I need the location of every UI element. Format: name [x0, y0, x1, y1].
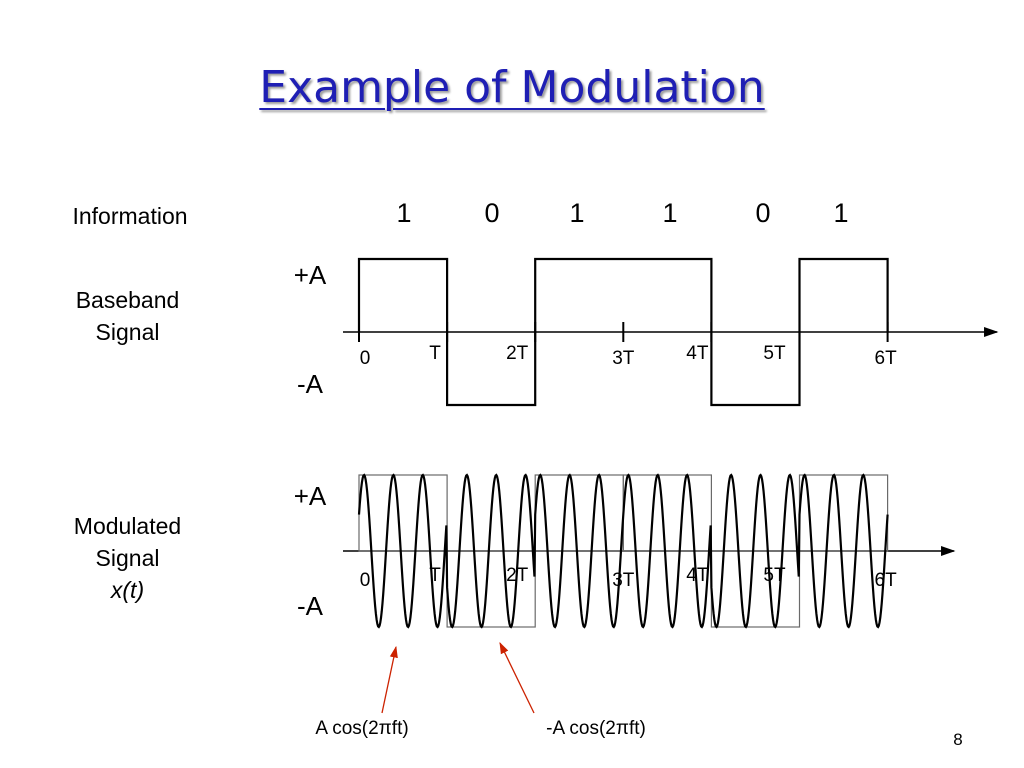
baseband-tick-label: 2T — [506, 343, 529, 364]
information-bit: 1 — [833, 198, 848, 228]
information-bits: 1 0 1 1 0 1 — [396, 198, 848, 228]
modulated-label-line-2: Signal — [95, 545, 160, 571]
modulated-bit-envelope — [622, 474, 712, 552]
modulated-tick-label: 5T — [763, 565, 786, 586]
baseband-signal-label: Baseband Signal — [40, 284, 215, 348]
baseband-tick-label: 6T — [875, 348, 898, 369]
baseband-tick-label: T — [429, 343, 441, 364]
information-bit: 0 — [484, 198, 499, 228]
baseband-label-line-1: Baseband — [75, 287, 180, 313]
baseband-amplitude-negative: -A — [297, 369, 324, 399]
baseband-square-wave — [357, 257, 889, 407]
information-bit: 1 — [569, 198, 584, 228]
callout-arrow-positive — [381, 645, 398, 714]
modulated-waveform: 0 T 2T 3T 4T 5T 6T +A -A — [294, 473, 956, 629]
baseband-amplitude-positive: +A — [294, 260, 327, 290]
slide-number: 8 — [953, 730, 963, 749]
baseband-tick-label: 5T — [763, 343, 786, 364]
modulated-label-line-3: x(t) — [110, 577, 145, 603]
modulated-tick-label: 4T — [686, 565, 709, 586]
slide-title: Example of Modulation — [259, 62, 765, 113]
modulated-bit-envelope — [710, 550, 801, 628]
callout-label-negative: -A cos(2πft) — [546, 718, 646, 739]
callout-label-positive: A cos(2πft) — [315, 718, 408, 739]
modulated-amplitude-positive: +A — [294, 481, 327, 511]
callout-arrow-negative — [499, 641, 535, 714]
modulated-tick-label: 3T — [612, 570, 635, 591]
modulated-signal-label: Modulated Signal x(t) — [40, 510, 215, 606]
modulated-tick-label: T — [429, 565, 441, 586]
information-bit: 0 — [755, 198, 770, 228]
modulated-bit-envelope — [358, 474, 448, 552]
modulated-tick-label: 2T — [506, 565, 529, 586]
baseband-tick-label: 3T — [612, 348, 635, 369]
baseband-tick-label: 4T — [686, 343, 709, 364]
modulated-tick-label: 0 — [360, 570, 371, 591]
baseband-tick-label: 0 — [360, 348, 371, 369]
baseband-label-line-2: Signal — [95, 319, 160, 345]
modulated-bit-envelope — [446, 550, 536, 628]
information-bit: 1 — [396, 198, 411, 228]
modulated-bit-envelope — [798, 474, 889, 552]
modulated-carrier-wave — [357, 473, 889, 629]
information-label-text: Information — [72, 203, 188, 229]
information-label: Information — [40, 200, 220, 232]
modulated-label-line-1: Modulated — [73, 513, 182, 539]
baseband-waveform: 0 T 2T 3T 4T 5T 6T +A -A — [294, 257, 999, 407]
information-bit: 1 — [662, 198, 677, 228]
modulated-tick-label: 6T — [875, 570, 898, 591]
modulated-bit-envelope — [534, 474, 624, 552]
modulated-amplitude-negative: -A — [297, 591, 324, 621]
